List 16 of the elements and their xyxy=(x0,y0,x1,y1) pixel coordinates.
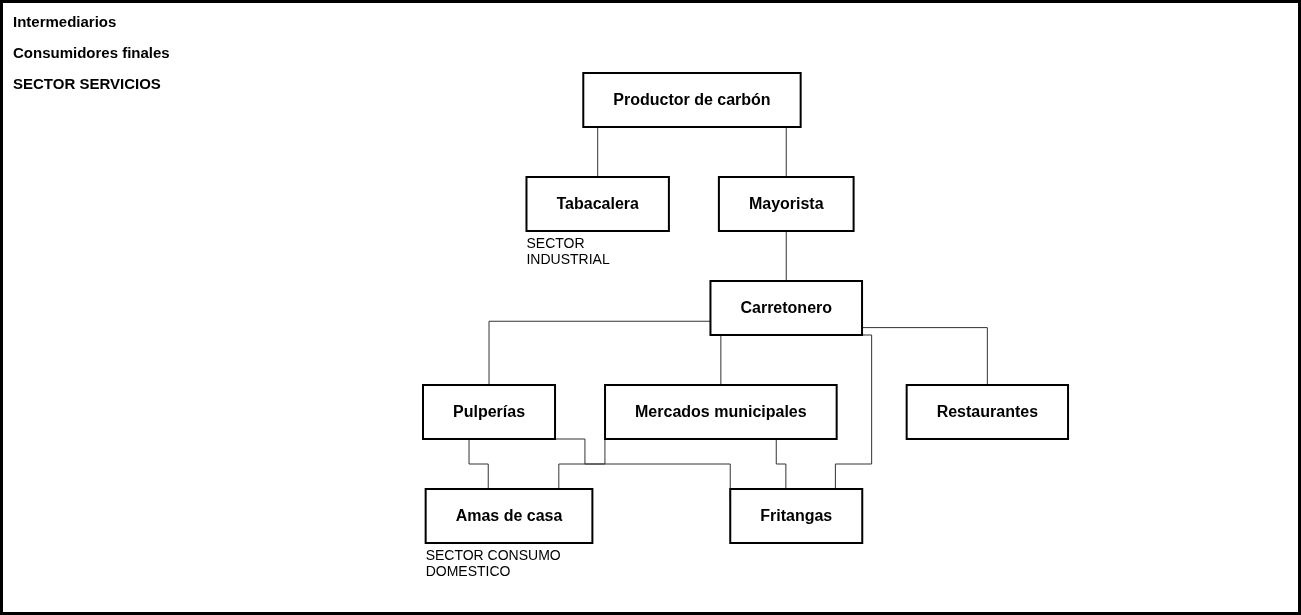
node-box: Amas de casa xyxy=(424,487,594,544)
connector xyxy=(785,230,787,281)
sector-caption: SECTOR INDUSTRIAL xyxy=(526,234,611,267)
level-label: Consumidores finales xyxy=(13,44,171,61)
node-box: Restaurantes xyxy=(905,383,1069,440)
level-label: Intermediarios xyxy=(13,13,118,30)
level-label: SECTOR SERVICIOS xyxy=(13,75,162,92)
node-box: Productor de carbón xyxy=(582,71,802,128)
node-box: Mercados municipales xyxy=(604,383,838,440)
node-box: Tabacalera xyxy=(525,175,670,232)
node-box: Fritangas xyxy=(729,487,864,544)
connector xyxy=(488,320,711,385)
node-box: Carretonero xyxy=(709,279,863,336)
sector-caption: SECTOR CONSUMO DOMESTICO xyxy=(425,546,562,579)
node-box: Mayorista xyxy=(717,175,855,232)
node-box: Pulperías xyxy=(422,383,556,440)
